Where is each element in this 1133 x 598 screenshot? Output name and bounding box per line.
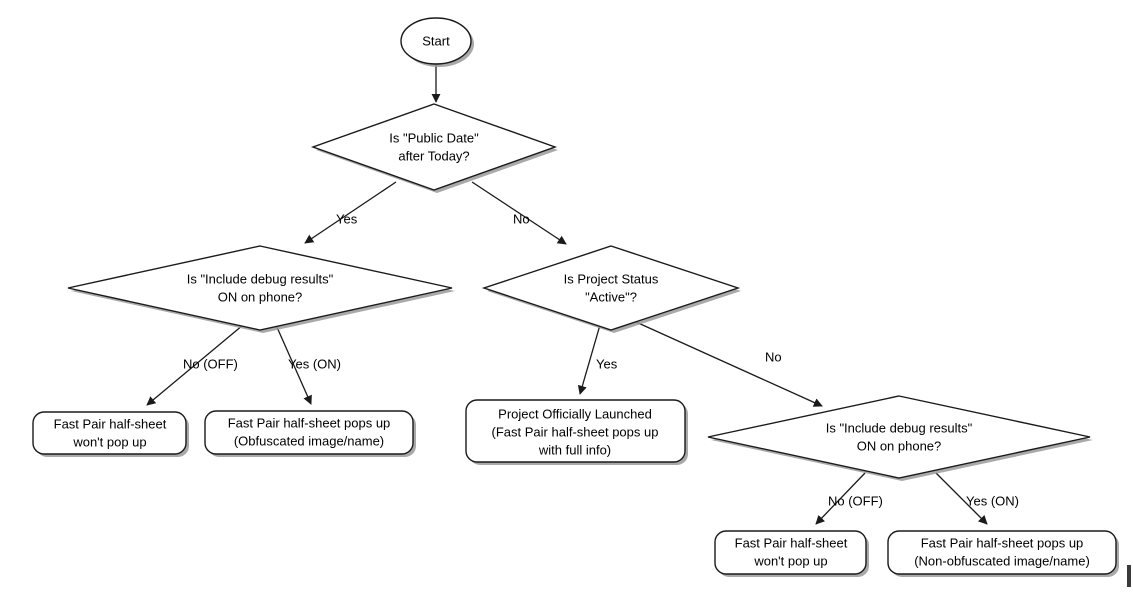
decision-debug-left-diamond [67,245,453,331]
page-edge-mark [1127,565,1131,587]
terminal-right-on-box [887,530,1117,575]
edge-debug-left-no-off [146,324,244,406]
decision-public-date-line1: Is "Public Date" [389,130,479,145]
decision-debug-right-line1: Is "Include debug results" [826,420,973,435]
node-terminal-right-off[interactable]: Fast Pair half-sheet won't pop up [714,530,869,577]
edge-label-no-public-date: No [513,211,530,226]
terminal-right-off-box [714,530,867,575]
node-decision-project-status[interactable]: Is Project Status "Active"? [481,245,741,333]
decision-public-date-diamond [310,103,558,191]
terminal-left-on-line2: (Obfuscated image/name) [234,433,384,448]
edge-label-no-off-left: No (OFF) [183,356,238,371]
node-start[interactable]: Start [400,17,474,67]
edge-label-yes-public-date: Yes [336,211,358,226]
edge-label-yes-on-left: Yes (ON) [288,356,341,371]
decision-debug-right-line2: ON on phone? [857,438,942,453]
node-decision-debug-right[interactable]: Is "Include debug results" ON on phone? [707,395,1093,481]
terminal-right-on-line2: (Non-obfuscated image/name) [914,553,1090,568]
node-terminal-left-off[interactable]: Fast Pair half-sheet won't pop up [32,411,189,457]
edge-debug-right-yes-on [935,472,988,525]
terminal-launched-box [465,399,686,463]
terminal-left-on-line1: Fast Pair half-sheet pops up [228,415,391,430]
edge-public-date-yes [304,181,397,244]
decision-debug-right-diamond [707,395,1091,479]
edge-label-yes-on-right: Yes (ON) [966,493,1019,508]
node-terminal-right-on[interactable]: Fast Pair half-sheet pops up (Non-obfusc… [887,530,1119,577]
edge-debug-right-no-off [815,472,866,525]
edge-label-yes-project-status: Yes [596,356,618,371]
terminal-right-off-line2: won't pop up [753,553,827,568]
edge-label-no-project-status: No [765,349,782,364]
decision-project-status-diamond [481,245,741,331]
terminal-right-off-line1: Fast Pair half-sheet [735,535,848,550]
edge-debug-left-yes-on [275,324,312,405]
decision-debug-left-line2: ON on phone? [218,289,303,304]
edge-project-status-yes [577,324,601,395]
edge-label-no-off-right: No (OFF) [828,493,883,508]
decision-project-status-line2: "Active"? [585,289,637,304]
decision-debug-left-line1: Is "Include debug results" [187,271,334,286]
decision-project-status-line1: Is Project Status [564,271,659,286]
decision-public-date-line2: after Today? [398,148,469,163]
start-label: Start [422,33,450,48]
node-terminal-launched[interactable]: Project Officially Launched (Fast Pair h… [465,399,688,465]
edge-project-status-no [635,321,823,407]
edge-public-date-no [471,181,567,245]
terminal-left-on-box [204,410,414,455]
start-ellipse [400,17,472,65]
terminal-launched-line3: with full info) [538,442,611,457]
terminal-launched-line2: (Fast Pair half-sheet pops up [492,424,659,439]
terminal-right-on-line1: Fast Pair half-sheet pops up [921,535,1084,550]
terminal-launched-line1: Project Officially Launched [498,406,652,421]
terminal-left-off-line1: Fast Pair half-sheet [54,416,167,431]
node-decision-public-date[interactable]: Is "Public Date" after Today? [310,103,558,193]
terminal-left-off-line2: won't pop up [72,434,146,449]
edges-layer: Yes No No (OFF) Yes (ON) Yes No No (OFF)… [146,64,1019,525]
terminal-left-off-box [32,411,187,455]
node-terminal-left-on[interactable]: Fast Pair half-sheet pops up (Obfuscated… [204,410,416,457]
node-decision-debug-left[interactable]: Is "Include debug results" ON on phone? [67,245,455,333]
